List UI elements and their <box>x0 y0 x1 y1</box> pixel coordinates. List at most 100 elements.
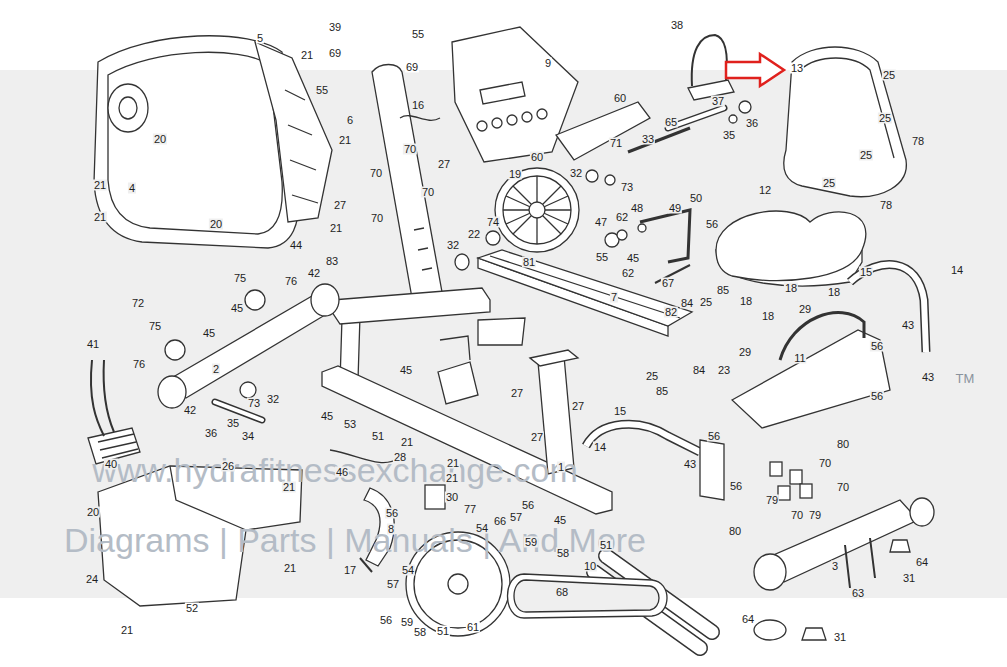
callout-number: 29 <box>738 347 752 358</box>
callout-number: 25 <box>645 371 659 382</box>
callout-number: 57 <box>509 512 523 523</box>
shroud-panel-part <box>285 90 318 203</box>
pointer-arrow-part <box>726 54 784 86</box>
main-frame-part <box>332 288 490 324</box>
callout-number: 69 <box>328 48 342 59</box>
callout-number: 25 <box>859 150 873 161</box>
callout-number: 2 <box>212 364 220 375</box>
callout-number: 20 <box>86 507 100 518</box>
callout-number: 33 <box>641 134 655 145</box>
console-part <box>522 112 532 122</box>
front-stabilizer-part <box>802 628 826 640</box>
seat-part <box>716 211 866 280</box>
callout-number: 27 <box>571 401 585 412</box>
callout-number: 44 <box>289 240 303 251</box>
callout-number: 6 <box>346 115 354 126</box>
callout-number: 65 <box>664 117 678 128</box>
seat-rail-part <box>490 256 680 318</box>
flywheel-part <box>503 176 571 244</box>
callout-number: 54 <box>401 565 415 576</box>
callout-number: 18 <box>784 283 798 294</box>
seat-rail <box>478 210 692 336</box>
seat-rail-part <box>617 230 627 240</box>
callout-number: 67 <box>661 278 675 289</box>
front-stabilizer-part <box>754 620 786 640</box>
callout-number: 21 <box>93 212 107 223</box>
callout-number: 25 <box>882 70 896 81</box>
callout-number: 14 <box>950 265 964 276</box>
shroud-panel <box>255 42 332 222</box>
seat-frame-part <box>778 486 790 500</box>
callout-number: 50 <box>689 193 703 204</box>
callout-number: 15 <box>613 406 627 417</box>
callout-number: 36 <box>745 118 759 129</box>
callout-number: 27 <box>510 388 524 399</box>
small-parts-part <box>360 558 372 572</box>
callout-number: 4 <box>128 183 136 194</box>
callout-number: 55 <box>595 252 609 263</box>
callout-number: 56 <box>707 431 721 442</box>
trademark-mark: TM <box>956 372 975 385</box>
callout-number: 31 <box>833 632 847 643</box>
seat-frame-part <box>732 330 890 428</box>
callout-number: 5 <box>256 33 264 44</box>
callout-number: 78 <box>911 136 925 147</box>
console-part <box>537 109 547 119</box>
callout-number: 25 <box>878 113 892 124</box>
callout-number: 21 <box>329 223 343 234</box>
callout-number: 73 <box>247 398 261 409</box>
callout-number: 51 <box>436 626 450 637</box>
callout-number: 20 <box>209 219 223 230</box>
flywheel-part <box>529 202 545 218</box>
rear-stabilizer-part <box>311 284 339 316</box>
callout-number: 24 <box>85 574 99 585</box>
callout-number: 32 <box>266 394 280 405</box>
callout-number: 56 <box>729 481 743 492</box>
console-part <box>480 82 525 104</box>
console-part <box>507 115 517 125</box>
callout-number: 83 <box>325 256 339 267</box>
callout-number: 68 <box>555 587 569 598</box>
callout-number: 84 <box>692 365 706 376</box>
flywheel-part <box>495 168 579 252</box>
backrest <box>784 47 907 197</box>
drive-belt-and-pulley-part <box>508 574 668 618</box>
callout-number: 20 <box>153 134 167 145</box>
callout-number: 21 <box>282 482 296 493</box>
pedal-arm-parts-part <box>628 128 690 152</box>
handlebar-post-part <box>400 116 440 121</box>
front-stabilizer-part <box>890 540 910 552</box>
callout-number: 14 <box>593 442 607 453</box>
callout-number: 8 <box>387 524 395 535</box>
pedal-arm-parts <box>556 35 751 185</box>
callout-number: 85 <box>716 285 730 296</box>
rear-stabilizer <box>158 284 339 420</box>
left-pedal <box>88 360 140 464</box>
callout-number: 21 <box>120 625 134 636</box>
callout-number: 27 <box>333 200 347 211</box>
pedal-arm-parts-part <box>586 170 598 182</box>
callout-number: 71 <box>609 138 623 149</box>
handlebar-post <box>372 65 442 299</box>
left-pedal-part <box>91 360 114 436</box>
backrest-part <box>784 47 907 197</box>
callout-number: 54 <box>475 523 489 534</box>
callout-number: 16 <box>411 100 425 111</box>
callout-number: 38 <box>670 20 684 31</box>
callout-number: 74 <box>486 217 500 228</box>
callout-number: 58 <box>556 548 570 559</box>
callout-number: 35 <box>722 130 736 141</box>
callout-number: 34 <box>241 431 255 442</box>
seat-rail-part <box>478 250 692 326</box>
callout-number: 43 <box>901 320 915 331</box>
rear-stabilizer-part <box>245 290 265 310</box>
callout-number: 45 <box>202 328 216 339</box>
callout-number: 66 <box>493 516 507 527</box>
callout-number: 47 <box>594 217 608 228</box>
seat-frame-part <box>790 470 802 484</box>
callout-number: 10 <box>583 561 597 572</box>
console-part <box>492 118 502 128</box>
callout-number: 56 <box>870 341 884 352</box>
callout-number: 81 <box>522 257 536 268</box>
callout-number: 3 <box>831 561 839 572</box>
